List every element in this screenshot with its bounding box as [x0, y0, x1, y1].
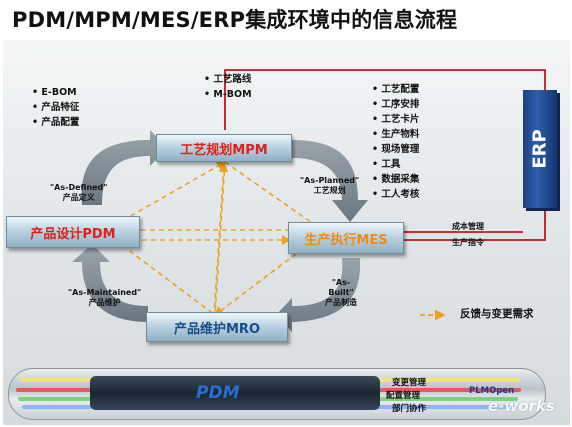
flow-label-collab: 部门协作	[392, 404, 427, 414]
page-title: PDM/MPM/MES/ERP集成环境中的信息流程	[12, 8, 458, 32]
list-item: 生产物料	[372, 127, 419, 142]
mes-node-label: 生产执行MES	[304, 232, 388, 248]
pdm-node-label: 产品设计PDM	[30, 226, 116, 242]
list-item: 工人考核	[372, 187, 419, 202]
mro-node-label: 产品维护MRO	[174, 321, 260, 337]
list-item: 工具	[372, 157, 419, 172]
list-item: 工艺路线	[204, 72, 252, 87]
as-planned-caption: "As-Planned" 工艺规划	[300, 176, 360, 195]
production-command-label: 生产指令	[452, 238, 484, 247]
pipe-core	[90, 376, 380, 410]
list-item: E-BOM	[32, 85, 79, 100]
mpm-node-label: 工艺规划MPM	[180, 142, 268, 158]
pipe-label: PDM	[196, 383, 240, 403]
as-built-caption: "As- Built" 产品制造	[325, 278, 357, 307]
list-item: 工艺配置	[372, 82, 419, 97]
erp-node[interactable]: ERP	[523, 90, 557, 208]
cost-management-label: 成本管理	[452, 222, 484, 231]
mpm-item-list: 工艺路线 M-BOM	[204, 72, 252, 102]
as-defined-caption: "As-Defined" 产品定义	[50, 183, 108, 202]
list-item: M-BOM	[204, 87, 251, 102]
mro-node[interactable]: 产品维护MRO	[146, 312, 288, 342]
pdm-node[interactable]: 产品设计PDM	[6, 216, 140, 248]
list-item: 数据采集	[372, 172, 419, 187]
list-item: 工序安排	[372, 97, 419, 112]
arrow-pdm-to-mpm	[81, 130, 168, 205]
erp-node-label: ERP	[529, 129, 551, 169]
legend-label: 反馈与变更需求	[460, 308, 534, 320]
mes-item-list: 工艺配置 工序安排 工艺卡片 生产物料 现场管理 工具 数据采集 工人考核	[372, 82, 419, 202]
list-item: 产品特征	[32, 100, 79, 115]
list-item: 工艺卡片	[372, 112, 419, 127]
flow-label-config: 配置管理	[386, 391, 421, 401]
as-maintained-caption: "As-Maintained" 产品维护	[68, 288, 142, 307]
mes-node[interactable]: 生产执行MES	[288, 222, 404, 254]
arrow-mro-to-pdm	[72, 244, 148, 322]
pdm-item-list: E-BOM 产品特征 产品配置	[32, 85, 79, 130]
list-item: 现场管理	[372, 142, 419, 157]
arrow-mpm-to-mes	[292, 140, 368, 222]
arrow-mes-to-mro	[276, 258, 361, 332]
mpm-node[interactable]: 工艺规划MPM	[156, 134, 292, 162]
list-item: 产品配置	[32, 115, 79, 130]
flow-label-change: 变更管理	[392, 378, 427, 388]
eworks-watermark: e-works	[488, 397, 555, 415]
plm-label: PLMOpen	[469, 386, 515, 396]
